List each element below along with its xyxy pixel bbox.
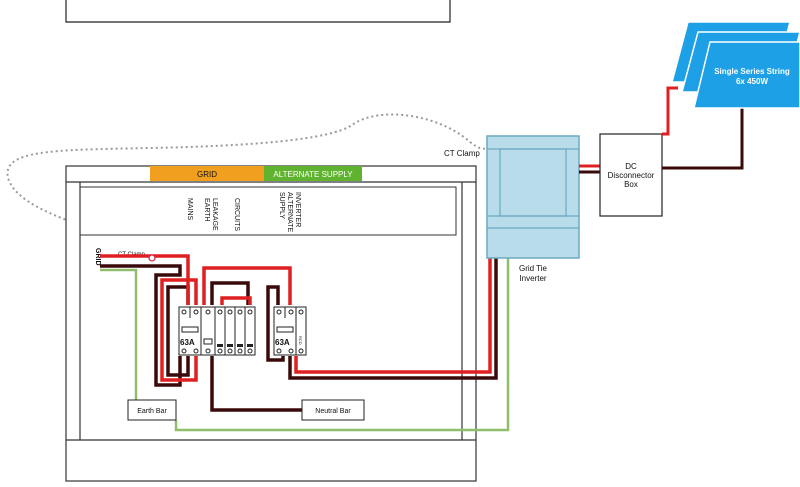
- alternate-supply-header-label: ALTERNATE SUPPLY: [273, 170, 353, 179]
- svg-text:Box: Box: [624, 180, 638, 189]
- grid-header: [150, 166, 264, 181]
- label-strip: [79, 186, 457, 236]
- live-wiring: [100, 254, 492, 382]
- grid-incoming-label: GRID: [94, 248, 101, 266]
- ct-clamp-marker: [148, 254, 156, 262]
- svg-text:ALTERNATE: ALTERNATE: [286, 192, 293, 233]
- panel-label-2: 6x 450W: [736, 77, 768, 86]
- neutral-wiring: [100, 258, 498, 412]
- dc-disconnector-box: [599, 133, 663, 217]
- svg-text:EARTH: EARTH: [203, 198, 210, 222]
- inverter-label-2: Inverter: [519, 274, 546, 283]
- earth-leakage-device: [200, 306, 216, 356]
- circuit-breakers: [214, 306, 256, 356]
- svg-text:MAINS: MAINS: [186, 198, 193, 221]
- distribution-board: [65, 165, 477, 482]
- svg-text:RCD: RCD: [298, 336, 303, 345]
- svg-text:LEAKAGE: LEAKAGE: [211, 198, 218, 231]
- svg-text:Neutral Bar: Neutral Bar: [315, 408, 351, 415]
- earth-bar: [127, 399, 177, 421]
- svg-text:Disconnector: Disconnector: [608, 171, 655, 180]
- svg-text:CIRCUITS: CIRCUITS: [233, 198, 240, 231]
- panel-negative-lead: [662, 108, 744, 170]
- inverter-label-1: Grid Tie: [519, 264, 548, 273]
- earth-leakage-vertical-label: EARTH LEAKAGE: [203, 198, 218, 231]
- svg-text:63A: 63A: [180, 338, 195, 347]
- panel-positive-lead: [662, 86, 678, 136]
- upper-page-box: [65, 0, 451, 23]
- svg-text:INVERTER: INVERTER: [294, 192, 301, 227]
- circuits-vertical-label: CIRCUITS: [233, 198, 240, 231]
- main-breaker: 63A: [178, 306, 202, 356]
- ct-clamp-lead: [6, 113, 489, 259]
- inverter-alternate-supply-vertical-label: INVERTER ALTERNATE SUPPLY: [278, 192, 301, 233]
- neutral-bar: [301, 399, 365, 421]
- ct-clamp-outer-label: CT Clamp: [444, 149, 480, 158]
- mains-vertical-label: MAINS: [186, 198, 193, 221]
- grid-header-label: GRID: [197, 170, 217, 179]
- svg-text:DC: DC: [625, 162, 637, 171]
- svg-text:Earth Bar: Earth Bar: [137, 408, 167, 415]
- alternate-supply-breaker: 63A: [273, 306, 297, 356]
- panel-label-1: Single Series String: [714, 67, 790, 76]
- earth-wiring: [100, 258, 510, 432]
- alternate-supply-rcd: RCD: [295, 306, 307, 356]
- alternate-supply-header: [264, 166, 362, 181]
- grid-tie-inverter: [486, 135, 580, 259]
- svg-text:GRID: GRID: [94, 248, 101, 266]
- svg-text:63A: 63A: [275, 338, 290, 347]
- svg-text:SUPPLY: SUPPLY: [278, 192, 285, 219]
- solar-panel-string: [671, 21, 800, 109]
